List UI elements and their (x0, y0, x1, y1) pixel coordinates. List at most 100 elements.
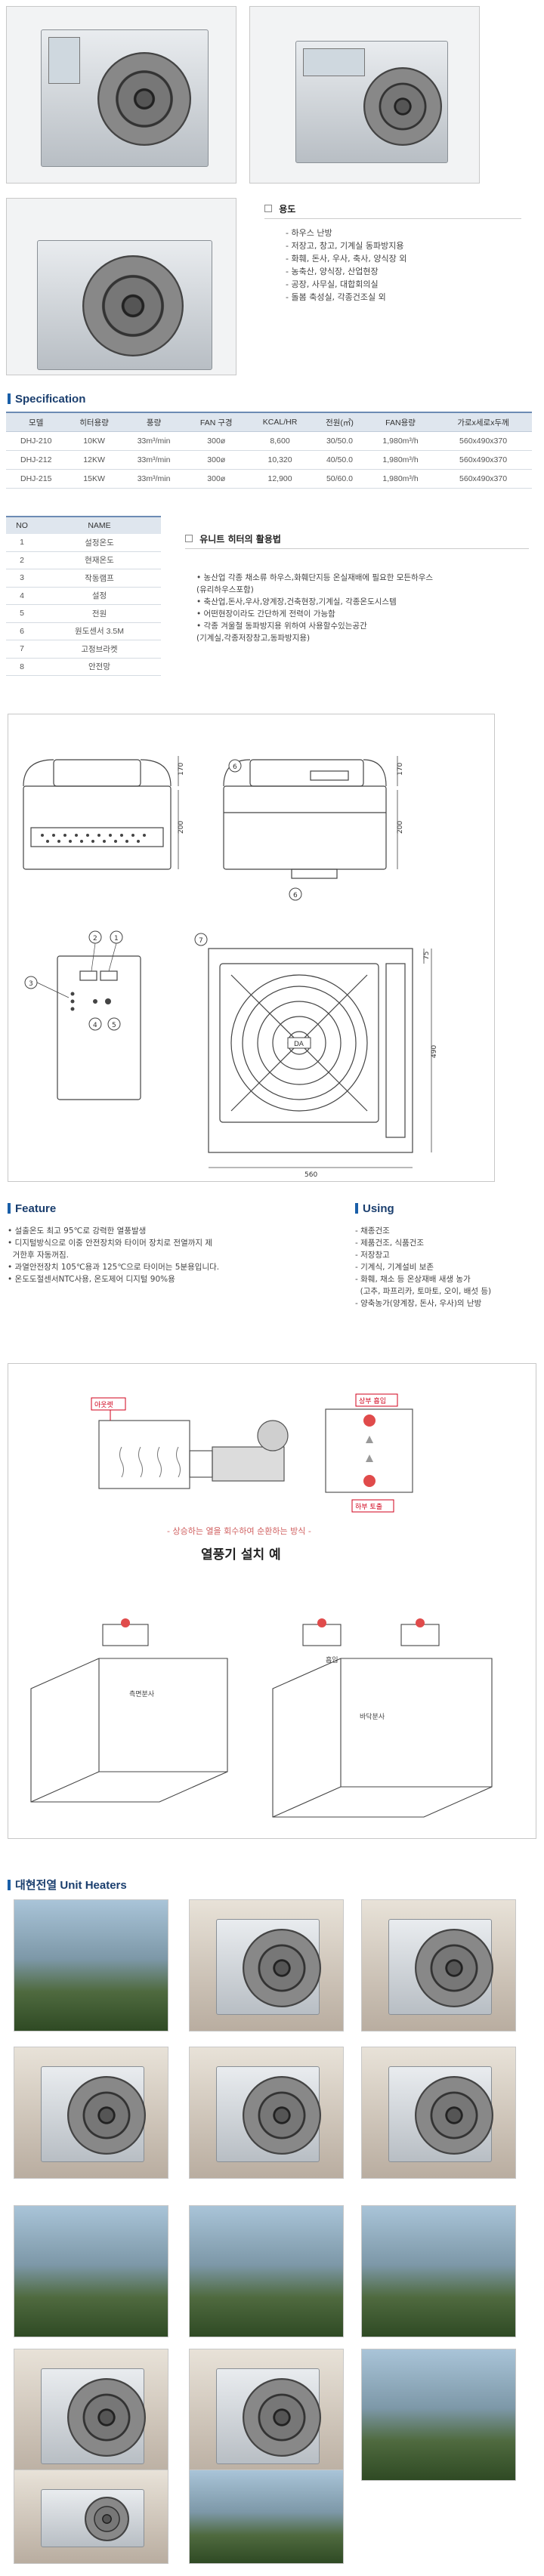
spec-cell: 560x490x370 (434, 469, 532, 489)
spec-title: Specification (8, 393, 85, 406)
exhaust-label: 하부 토출 (355, 1503, 382, 1511)
dim-side-height-bottom: 200 (397, 821, 404, 834)
spec-cell: 300ø (185, 469, 248, 489)
install-title: 열풍기 설치 예 (201, 1547, 281, 1563)
spec-header: 전원(㎡) (312, 412, 366, 432)
feature-line: 거한후 자동꺼짐. (8, 1251, 69, 1260)
dim-width: 560 (304, 1171, 317, 1179)
callout-2: 2 (93, 935, 97, 942)
callout-1: 1 (114, 935, 119, 942)
spec-cell: 300ø (185, 431, 248, 451)
using-line: - 화훼, 채소 등 온상재배 새생 농가 (355, 1275, 471, 1284)
applications-line: (기계실,각종저장창고,동파방지용) (196, 634, 311, 643)
technical-drawing: 170 200 170 200 6 6 2 (8, 714, 495, 1182)
using-list: - 채종건조 - 제품건조, 식품건조 - 저장창고 - 기계식, 기계설비 보… (355, 1225, 540, 1310)
product-photo-side (6, 198, 236, 375)
heater-photo (14, 2349, 168, 2481)
dim-front-height-bottom: 200 (178, 821, 185, 834)
parts-cell: 4 (6, 587, 38, 605)
usage-item: - 농축산, 양식장, 산업현장 (286, 267, 379, 276)
parts-cell: 1 (6, 534, 38, 552)
spec-cell: 560x490x370 (434, 431, 532, 451)
applications-line: (유리하우스포함) (196, 585, 254, 594)
spec-cell: 1,980m³/h (366, 469, 435, 489)
parts-cell: 설정 (38, 587, 161, 605)
callout-5: 5 (112, 1022, 116, 1029)
callout-7: 7 (199, 937, 203, 945)
spec-header: FAN용량 (366, 412, 435, 432)
parts-cell: 전원 (38, 604, 161, 623)
usage-item: - 하우스 난방 (286, 228, 332, 238)
install-caption: - 상승하는 열을 회수하여 순환하는 방식 - (167, 1526, 311, 1536)
applications-line: • 농산업 각종 채소류 하우스,화훼단지등 온실재배에 필요한 모든하우스 (196, 573, 434, 582)
callout-6-top: 6 (233, 764, 237, 771)
spec-cell: 8,600 (247, 431, 313, 451)
spec-cell: 12,900 (247, 469, 313, 489)
spec-header: KCAL/HR (247, 412, 313, 432)
feature-line: • 과열안전장치 105℃용과 125℃으로 타이머는 5분용입니다. (8, 1263, 220, 1272)
greenhouse-photo (361, 2205, 516, 2337)
spec-cell: 10,320 (247, 450, 313, 470)
usage-item: - 저장고, 창고, 기계실 동파방지용 (286, 241, 404, 251)
using-line: - 제품건조, 식품건조 (355, 1239, 425, 1248)
spec-cell: 560x490x370 (434, 450, 532, 470)
parts-cell: 원도센서 3.5M (38, 622, 161, 640)
parts-cell: 6 (6, 622, 38, 640)
spec-cell: 33m³/min (122, 431, 186, 451)
spec-cell: 15KW (66, 469, 122, 489)
outlet-label: 아웃렛 (94, 1401, 113, 1409)
spec-header: 풍량 (122, 412, 186, 432)
parts-cell: 고정브라켓 (38, 640, 161, 659)
spec-cell: 10KW (66, 431, 122, 451)
using-line: (고추, 파프리카, 토마토, 오이, 배섯 등) (355, 1287, 492, 1296)
feature-list: • 설출온도 최고 95℃로 강력한 열풍발생 • 디지털방식으로 이중 안전장… (8, 1225, 340, 1285)
feature-line: • 설출온도 최고 95℃로 강력한 열풍발생 (8, 1226, 147, 1236)
side-view (223, 759, 387, 879)
parts-cell: 현재온도 (38, 551, 161, 569)
callout-4: 4 (93, 1022, 97, 1029)
using-line: - 양축농가(양계장, 돈사, 우사)의 난방 (355, 1299, 482, 1308)
spec-cell: 30/50.0 (312, 431, 366, 451)
using-title: Using (355, 1202, 394, 1215)
spec-header: 가로x세로x두께 (434, 412, 532, 432)
using-line: - 기계식, 기계설비 보존 (355, 1263, 434, 1272)
drawing-svg: 170 200 170 200 6 6 2 (23, 756, 438, 1179)
spec-header: 히터용량 (66, 412, 122, 432)
spec-cell: 1,980m³/h (366, 450, 435, 470)
spec-cell: 50/60.0 (312, 469, 366, 489)
product-photo-front (6, 6, 236, 184)
spec-header: 모델 (6, 412, 66, 432)
parts-cell: 안전망 (38, 658, 161, 676)
dim-front-height-top: 170 (178, 763, 185, 776)
heater-photo (189, 2349, 344, 2481)
installation-diagram: 아웃렛 상부 흡입 하부 토출 - 상승하는 열을 회수하여 순환하는 방식 -… (8, 1363, 536, 1839)
spec-cell: 33m³/min (122, 450, 186, 470)
spec-cell: DHJ-212 (6, 450, 66, 470)
heater-photo (361, 1899, 516, 2031)
parts-cell: 설정온도 (38, 534, 161, 552)
gallery-title: 대현전열 Unit Heaters (8, 1877, 127, 1893)
dim-top-offset: 75 (423, 952, 431, 960)
greenhouse-photo (14, 1899, 168, 2031)
dim-side-height-top: 170 (397, 763, 404, 776)
main-front-view (208, 948, 413, 1153)
usage-item: - 돌봄 축성실, 각종건조실 외 (286, 292, 386, 302)
spec-cell: 300ø (185, 450, 248, 470)
parts-cell: 작동램프 (38, 569, 161, 588)
parts-header: NAME (38, 516, 161, 534)
usage-bullet-icon (264, 205, 272, 212)
parts-cell: 8 (6, 658, 38, 676)
feature-line: • 온도도절센서NTC사용, 온도제어 디지털 90%용 (8, 1275, 175, 1284)
parts-header: NO (6, 516, 38, 534)
spec-cell: 33m³/min (122, 469, 186, 489)
feature-line: • 디지털방식으로 이중 안전장치와 타이머 장치로 전열까지 제 (8, 1239, 213, 1248)
parts-cell: 3 (6, 569, 38, 588)
callout-3: 3 (29, 980, 33, 988)
